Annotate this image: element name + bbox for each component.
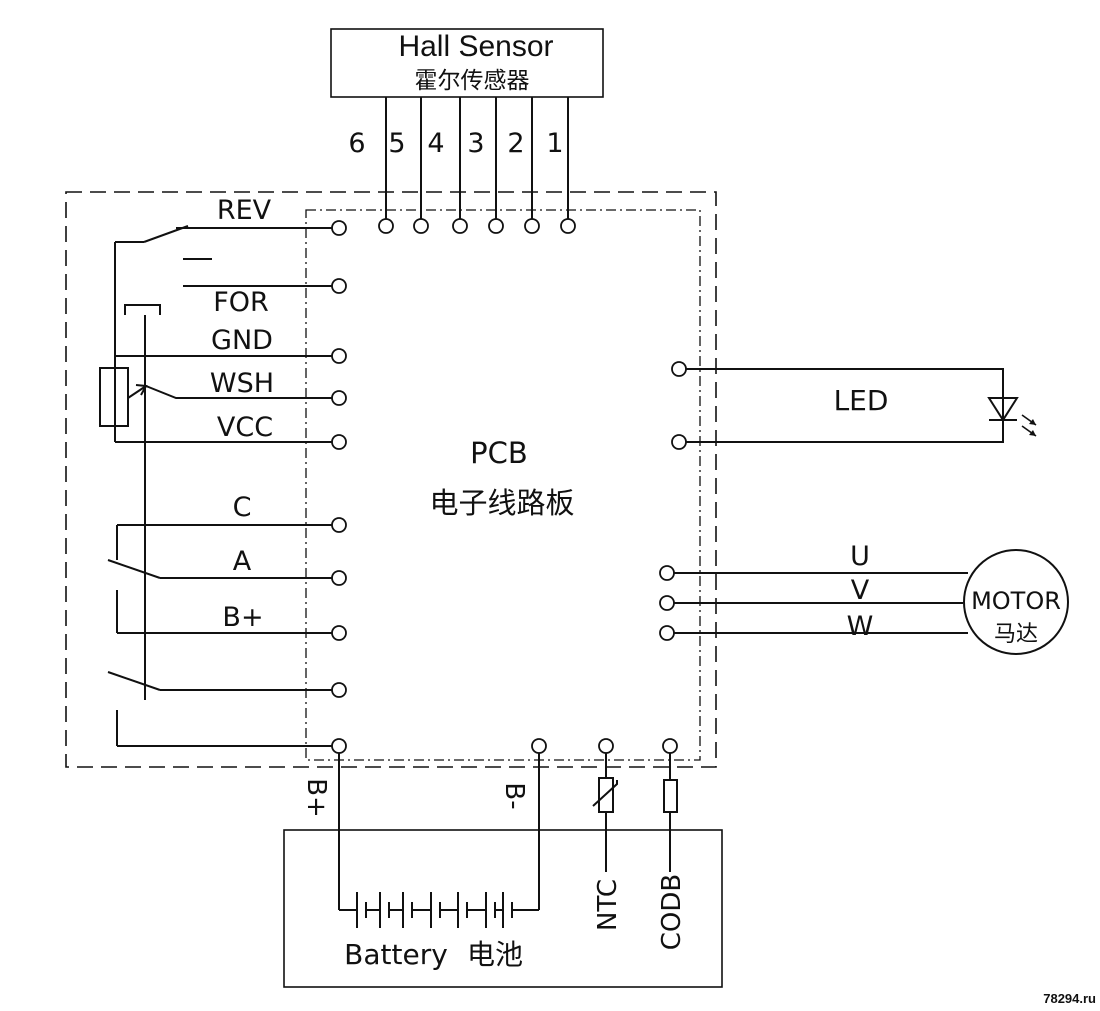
battery-label: Battery	[344, 938, 448, 971]
label-gnd: GND	[211, 325, 273, 356]
battery-positive-label: B+	[301, 778, 331, 818]
bottom-terminals	[531, 738, 678, 754]
hall-sensor-subtitle: 霍尔传感器	[415, 68, 530, 94]
led-label: LED	[834, 384, 889, 417]
battery-pack: Battery 电池 B+ B-	[283, 753, 723, 988]
left-labels: REV FOR GND WSH VCC C A B+	[210, 195, 274, 633]
label-for: FOR	[213, 287, 269, 318]
phase-v-label: V	[851, 575, 870, 606]
motor-symbol	[963, 549, 1069, 655]
motor-subtitle: 马达	[994, 622, 1038, 647]
label-wsh: WSH	[210, 368, 274, 399]
pcb-subtitle: 电子线路板	[429, 486, 574, 520]
label-a: A	[233, 546, 252, 577]
controller-enclosure	[65, 191, 717, 768]
ntc-thermistor: NTC	[592, 753, 623, 931]
label-vcc: VCC	[217, 412, 273, 443]
ntc-label: NTC	[593, 879, 623, 931]
codb-resistor: CODB	[657, 753, 687, 950]
led-circuit: LED	[671, 361, 1037, 450]
phase-w-label: W	[847, 611, 874, 642]
codb-label: CODB	[657, 874, 687, 950]
direction-switch	[114, 225, 332, 700]
hall-pin-4: 4	[427, 128, 444, 159]
left-terminals	[331, 220, 347, 754]
key-switch	[107, 524, 332, 747]
hall-pin-1: 1	[546, 128, 563, 159]
watermark: 78294.ru	[1043, 991, 1096, 1006]
hall-pin-5: 5	[388, 128, 405, 159]
battery-label-cn: 电池	[467, 938, 523, 971]
hall-pin-3: 3	[467, 128, 484, 159]
hall-wires	[385, 97, 569, 219]
pcb-boundary	[305, 209, 701, 761]
label-rev: REV	[217, 195, 272, 226]
hall-pin-2: 2	[507, 128, 524, 159]
hall-pin-numbers: 6 5 4 3 2 1	[348, 128, 563, 159]
label-b-plus: B+	[222, 602, 263, 633]
battery-cells	[356, 892, 513, 928]
hall-sensor-title: Hall Sensor	[398, 30, 553, 63]
label-c: C	[233, 492, 252, 523]
hall-sensor: Hall Sensor 霍尔传感器 6 5 4 3 2 1	[330, 28, 604, 234]
throttle-potentiometer	[99, 355, 332, 443]
battery-negative-label: B-	[499, 782, 529, 809]
hall-terminals	[378, 218, 576, 234]
hall-pin-6: 6	[348, 128, 365, 159]
phase-u-label: U	[850, 541, 870, 572]
motor-circuit: U V W MOTOR 马达	[659, 541, 1069, 655]
pcb-title: PCB	[470, 436, 528, 470]
motor-title: MOTOR	[971, 587, 1061, 615]
